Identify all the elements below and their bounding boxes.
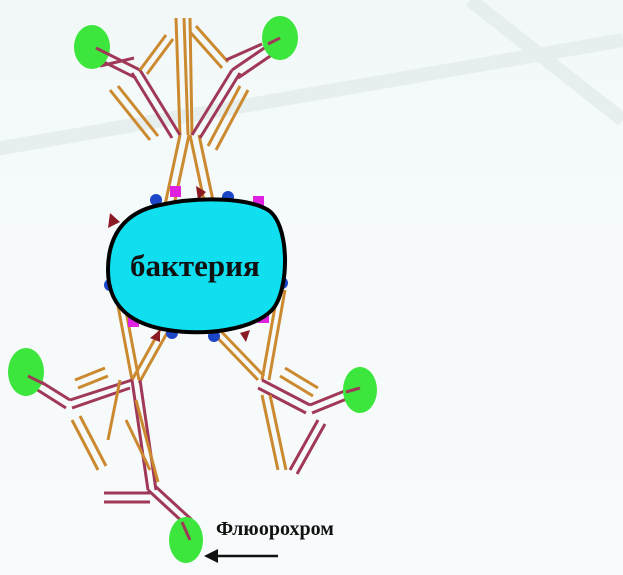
bacterium-label: бактерия	[130, 248, 260, 283]
antibody-bottom-left	[27, 366, 133, 471]
background-streaks	[0, 0, 623, 156]
antibody-bottom-right	[257, 366, 355, 475]
fluorochrome-arrow	[204, 549, 278, 563]
antibody-bottom-center	[104, 379, 194, 527]
fluorochrome-top-bonds	[95, 36, 281, 57]
bacterium-body	[105, 197, 288, 335]
fluorochrome-bottom-right	[343, 367, 377, 413]
fluorochrome-bottom-left	[8, 348, 44, 396]
fluorochrome-label: Флюорохром	[216, 518, 334, 540]
fluorochrome-bottom-center	[169, 517, 203, 563]
fluorochrome-bottom-bonds	[27, 374, 361, 541]
fluorochrome-top-left	[74, 25, 110, 69]
